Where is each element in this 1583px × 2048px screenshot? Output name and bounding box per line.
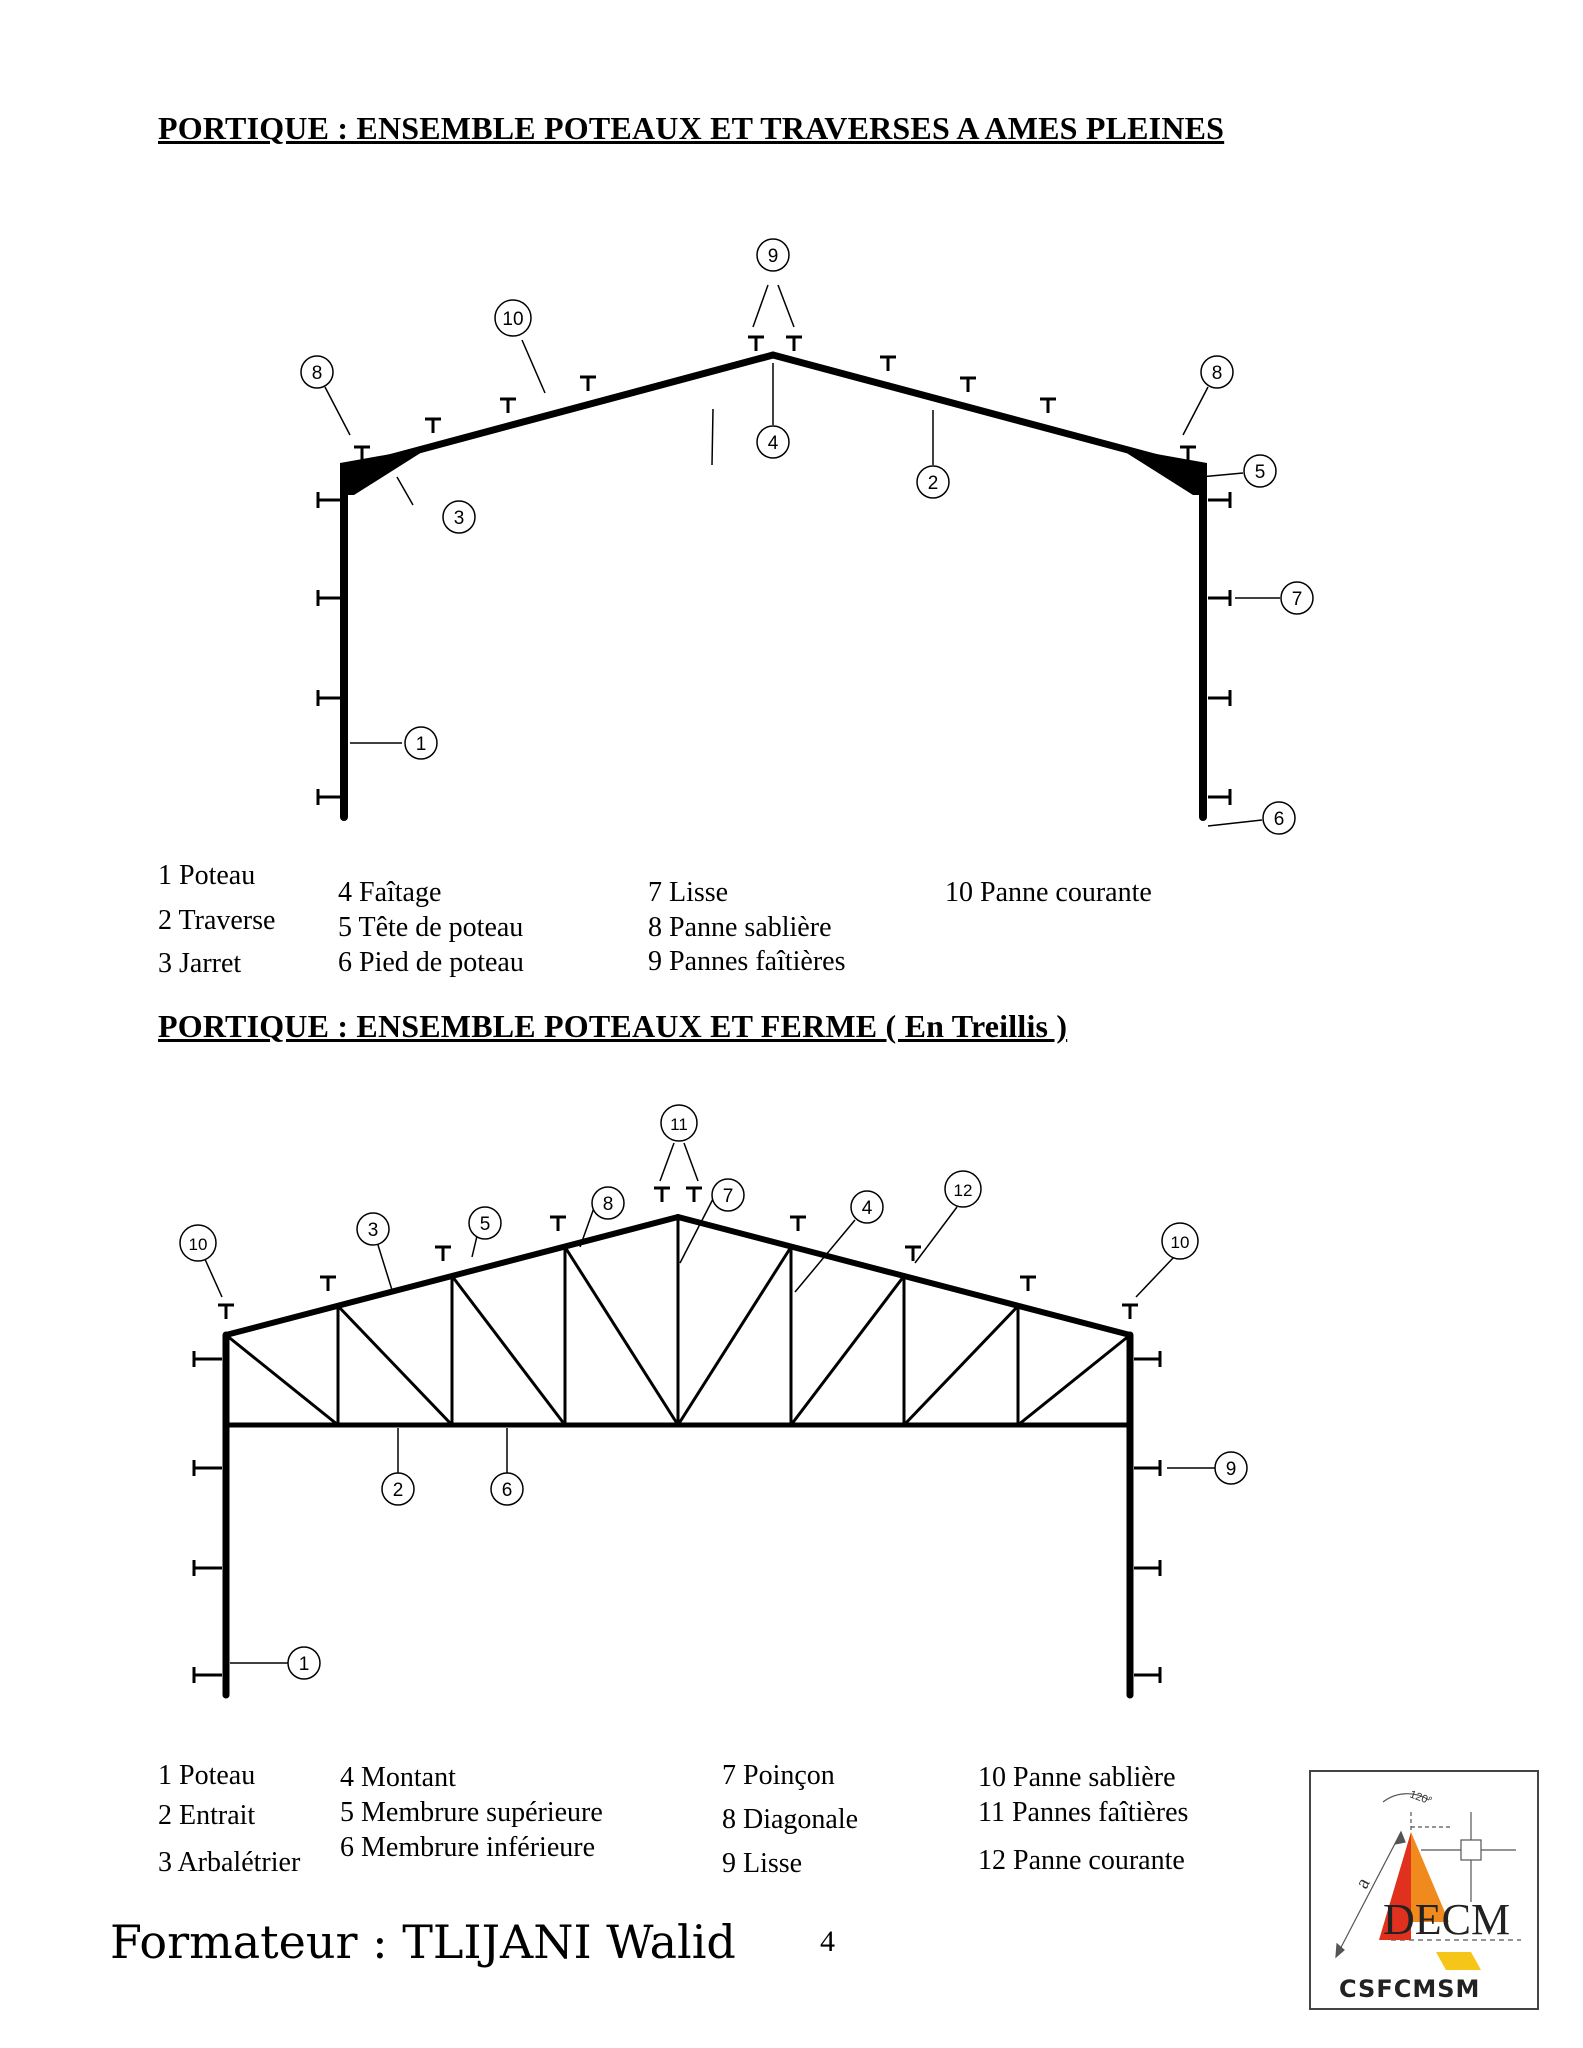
callout-10: 10 (494, 299, 532, 337)
legend2-item: 4 Montant (340, 1762, 456, 1793)
callout-6: 6 (1262, 801, 1296, 835)
legend1-item: 4 Faîtage (338, 877, 442, 908)
svg-text:3: 3 (454, 508, 465, 529)
legend1-item: 1 Poteau (158, 860, 256, 891)
svg-text:10: 10 (189, 1235, 208, 1254)
legend1-item: 5 Tête de poteau (338, 912, 524, 943)
callout-8-left: 8 (300, 355, 334, 389)
legend1-item: 8 Panne sablière (648, 912, 832, 943)
legend2-item: 5 Membrure supérieure (340, 1797, 603, 1828)
svg-text:11: 11 (670, 1115, 688, 1134)
svg-text:1: 1 (416, 734, 427, 755)
svg-text:2: 2 (393, 1480, 404, 1501)
svg-text:10: 10 (1171, 1233, 1190, 1252)
truss-callout-12: 12 (944, 1170, 982, 1208)
svg-text:4: 4 (862, 1198, 873, 1219)
logo-orange-shape (1411, 1832, 1449, 1922)
legend2-item: 3 Arbalétrier (158, 1847, 301, 1878)
svg-text:9: 9 (1226, 1459, 1237, 1480)
legend2-item: 10 Panne sablière (978, 1762, 1176, 1793)
svg-text:7: 7 (1292, 589, 1303, 610)
svg-text:6: 6 (502, 1480, 513, 1501)
svg-text:1: 1 (299, 1654, 310, 1675)
callout-1: 1 (404, 726, 438, 760)
legend1-item: 7 Lisse (648, 877, 729, 908)
svg-text:5: 5 (1255, 462, 1266, 483)
callout-5: 5 (1243, 454, 1277, 488)
truss-callout-3: 3 (356, 1212, 390, 1246)
truss-callout-11: 11 (660, 1104, 698, 1142)
truss-callout-1: 1 (287, 1646, 321, 1680)
svg-text:3: 3 (368, 1220, 379, 1241)
svg-text:2: 2 (928, 473, 939, 494)
svg-text:12: 12 (954, 1181, 973, 1200)
svg-text:8: 8 (603, 1194, 614, 1215)
svg-text:8: 8 (312, 363, 323, 384)
logo-red-shape (1379, 1832, 1411, 1940)
footer-author: Formateur : TLIJANI Walid (110, 1915, 736, 1969)
callout-3: 3 (442, 500, 476, 534)
truss-callout-2: 2 (381, 1472, 415, 1506)
truss-callout-7: 7 (711, 1178, 745, 1212)
legend2-item: 2 Entrait (158, 1800, 256, 1831)
section1-heading: PORTIQUE : ENSEMBLE POTEAUX ET TRAVERSES… (158, 110, 1225, 146)
svg-text:10: 10 (502, 309, 523, 330)
solid-web-portal-diagram: 1 2 3 4 5 6 7 8 8 9 10 (300, 238, 1314, 835)
truss-callout-10-left: 10 (179, 1224, 217, 1262)
legend2-item: 1 Poteau (158, 1760, 256, 1791)
callout-8-right: 8 (1200, 355, 1234, 389)
truss-callout-6: 6 (490, 1472, 524, 1506)
page-number: 4 (820, 1925, 835, 1958)
callout-7: 7 (1280, 581, 1314, 615)
legend1-item: 3 Jarret (158, 948, 242, 979)
legend1-item: 2 Traverse (158, 905, 276, 936)
truss-callout-10-right: 10 (1161, 1222, 1199, 1260)
legend2-item: 8 Diagonale (722, 1804, 859, 1835)
logo-yellow-shape (1436, 1952, 1481, 1970)
svg-text:9: 9 (768, 246, 779, 267)
svg-text:4: 4 (768, 433, 779, 454)
legend1-item: 6 Pied de poteau (338, 947, 524, 978)
callout-9: 9 (756, 238, 790, 272)
legend2-item: 6 Membrure inférieure (340, 1832, 595, 1863)
svg-text:5: 5 (480, 1214, 491, 1235)
callout-4: 4 (756, 425, 790, 459)
truss-callout-4: 4 (850, 1190, 884, 1224)
svg-text:a: a (1351, 1874, 1375, 1892)
logo-subtitle: CSFCMSM (1339, 1975, 1480, 2003)
svg-text:6: 6 (1274, 809, 1285, 830)
legend2-item: 9 Lisse (722, 1848, 803, 1879)
callout-2: 2 (916, 465, 950, 499)
truss-portal-diagram: 1 2 3 4 5 6 7 8 9 10 10 11 12 (179, 1104, 1248, 1699)
svg-text:120°: 120° (1408, 1789, 1433, 1808)
decm-logo: 120° a DECM CSFCMSM (1309, 1770, 1539, 2010)
truss-callout-9: 9 (1214, 1451, 1248, 1485)
logo-title: DECM (1383, 1895, 1510, 1944)
section2-heading: PORTIQUE : ENSEMBLE POTEAUX ET FERME ( E… (158, 1008, 1068, 1044)
legend2-item: 7 Poinçon (722, 1760, 835, 1791)
legend2-item: 11 Pannes faîtières (978, 1797, 1189, 1828)
legend1-item: 9 Pannes faîtières (648, 946, 846, 977)
legend2-item: 12 Panne courante (978, 1845, 1185, 1876)
truss-callout-8: 8 (591, 1186, 625, 1220)
svg-text:8: 8 (1212, 363, 1223, 384)
svg-text:7: 7 (723, 1186, 734, 1207)
truss-callout-5: 5 (468, 1206, 502, 1240)
legend1-item: 10 Panne courante (945, 877, 1152, 908)
